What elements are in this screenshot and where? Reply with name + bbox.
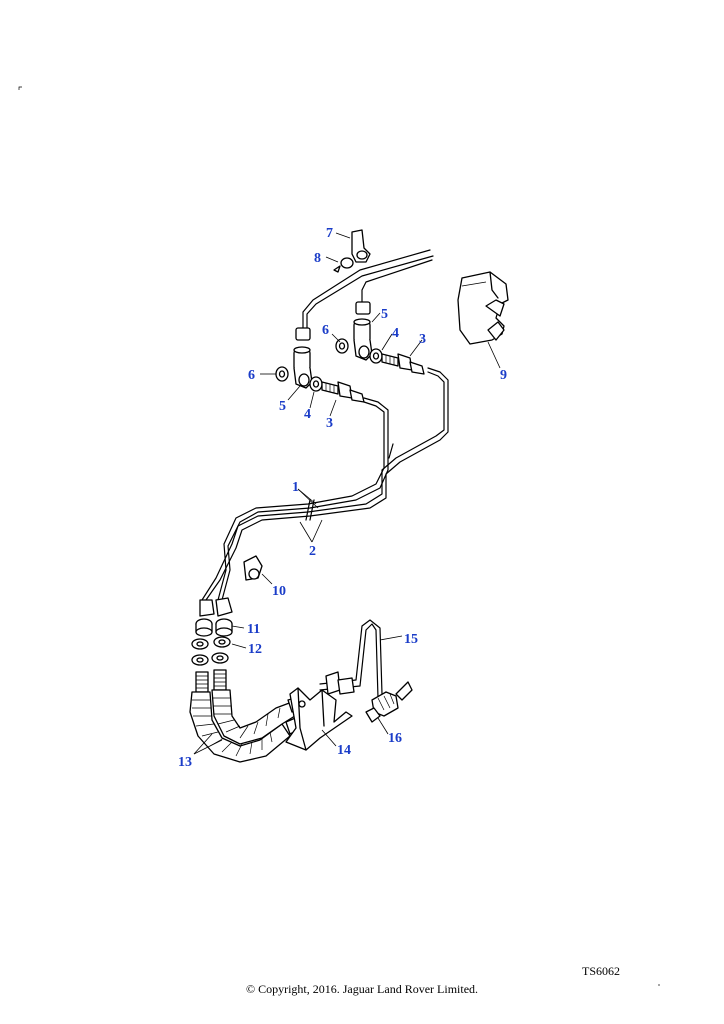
- pipe-retaining-clip: [243, 555, 263, 581]
- lock-washers: [191, 636, 231, 666]
- callout-1: 1: [292, 480, 299, 495]
- brake-fitting-right: [335, 301, 425, 375]
- brake-pipe-short: [319, 619, 391, 701]
- diagram-reference-code: TS6062: [582, 964, 621, 978]
- flexible-hoses: [189, 669, 305, 763]
- callout-12: 12: [248, 642, 262, 657]
- hose-bracket: [285, 687, 353, 751]
- callout-10: 10: [272, 584, 286, 599]
- callout-6: 6: [248, 368, 255, 383]
- bleed-fitting: [365, 681, 413, 723]
- callout-5: 5: [381, 307, 388, 322]
- callout-4: 4: [304, 407, 311, 422]
- screw: [333, 257, 354, 273]
- callout-7: 7: [326, 226, 333, 241]
- callout-6: 6: [322, 323, 329, 338]
- callout-11: 11: [247, 622, 260, 637]
- tube-nuts: [195, 597, 233, 637]
- corner-mark: [18, 86, 22, 90]
- leader-lines: [193, 232, 501, 755]
- callouts: 1 2 3 3 4 4 5 5 6 6 7 8 9 10 11 12 13 14…: [178, 226, 507, 770]
- callout-5: 5: [279, 399, 286, 414]
- callout-3: 3: [326, 416, 333, 431]
- copyright-notice: © Copyright, 2016. Jaguar Land Rover Lim…: [245, 982, 479, 996]
- callout-14: 14: [337, 743, 351, 758]
- callout-16: 16: [388, 731, 402, 746]
- callout-9: 9: [500, 368, 507, 383]
- callout-2: 2: [309, 544, 316, 559]
- callout-4: 4: [392, 326, 399, 341]
- callout-13: 13: [178, 755, 192, 770]
- callout-8: 8: [314, 251, 321, 266]
- callout-15: 15: [404, 632, 418, 647]
- brake-fitting-left: [275, 327, 365, 403]
- callout-3: 3: [419, 332, 426, 347]
- rubber-block: [457, 271, 509, 345]
- pipe-clip: [351, 229, 371, 263]
- brake-pipes: [201, 249, 449, 601]
